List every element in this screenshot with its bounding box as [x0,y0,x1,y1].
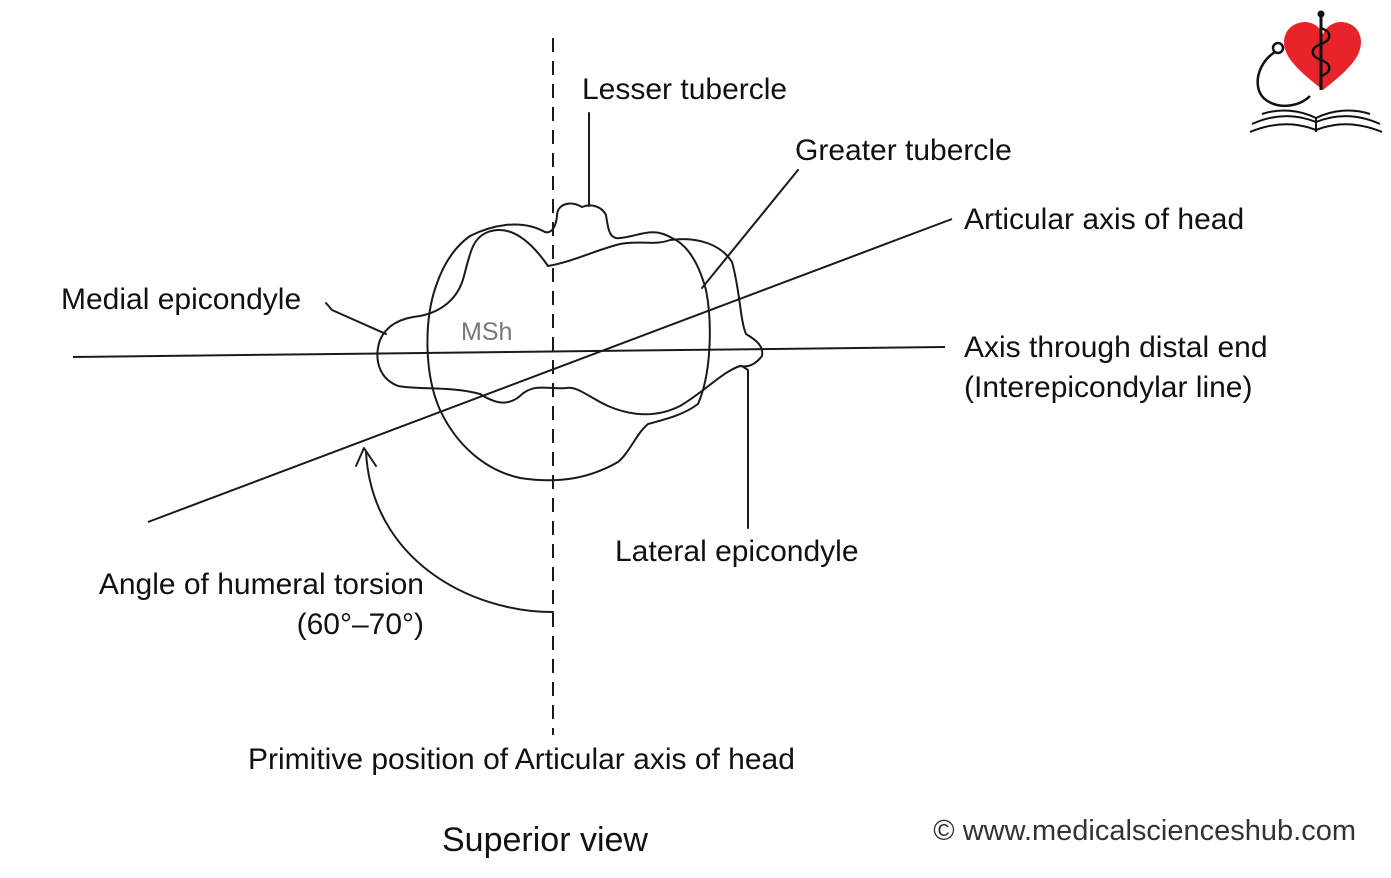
lateral-epicondyle-leader [741,365,749,529]
articular-axis-label: Articular axis of head [964,203,1244,236]
lesser-tubercle-label: Lesser tubercle [582,73,787,106]
heart-stethoscope-book-logo [1249,10,1383,133]
staff-top-icon [1317,10,1325,18]
medial-epicondyle-label: Medial epicondyle [61,283,301,316]
torsion-angle-label-line2: (60°–70°) [297,608,424,641]
distal-axis-label-line2: (Interepicondylar line) [964,371,1252,404]
stethoscope-chestpiece-icon [1271,41,1285,55]
greater-tubercle-leader [701,169,799,289]
torsion-angle-label-line1: Angle of humeral torsion [99,568,424,601]
stethoscope-tube-icon [1256,50,1311,108]
open-book-icon [1249,109,1383,133]
msh-label: MSh [461,318,512,346]
humeral-head-outline [426,202,711,482]
torsion-angle-arc [365,451,554,613]
serpent-icon [1311,26,1331,78]
copyright-text: © www.medicalscienceshub.com [933,815,1356,847]
torsion-angle-arrowhead [355,447,377,467]
caption-superior-view: Superior view [442,821,648,859]
interepicondylar-axis-line [72,346,946,358]
medial-epicondyle-leader [325,302,387,335]
distal-axis-label-line1: Axis through distal end [964,331,1268,364]
articular-axis-line [147,218,953,523]
primitive-position-label: Primitive position of Articular axis of … [248,743,795,776]
greater-tubercle-label: Greater tubercle [795,134,1012,167]
lateral-epicondyle-label: Lateral epicondyle [615,535,859,568]
